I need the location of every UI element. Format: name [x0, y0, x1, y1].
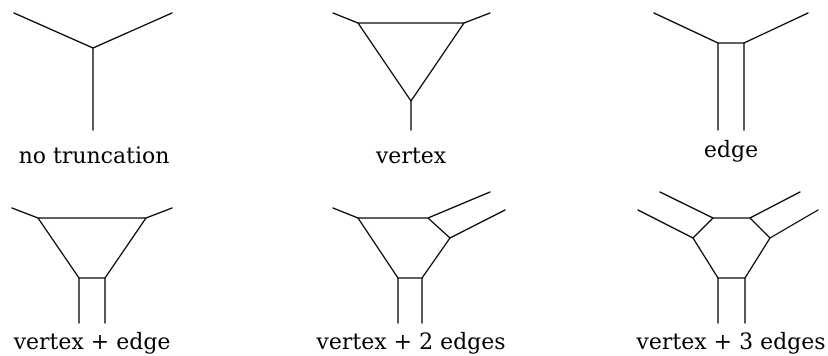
caption-vertex: vertex: [375, 144, 447, 169]
caption-vertex-2-edges: vertex + 2 edges: [316, 330, 506, 355]
diagram-no-truncation: [13, 12, 173, 131]
caption-vertex-edge: vertex + edge: [13, 330, 171, 355]
diagram-vertex: [332, 12, 491, 131]
diagram-vertex-3-edges: [637, 191, 819, 324]
caption-no-truncation: no truncation: [18, 144, 170, 169]
caption-vertex-3-edges: vertex + 3 edges: [636, 330, 826, 355]
diagram-edge: [653, 12, 809, 131]
diagram-vertex-2-edges: [332, 191, 506, 324]
caption-edge: edge: [703, 138, 759, 163]
diagram-vertex-edge: [11, 207, 173, 324]
